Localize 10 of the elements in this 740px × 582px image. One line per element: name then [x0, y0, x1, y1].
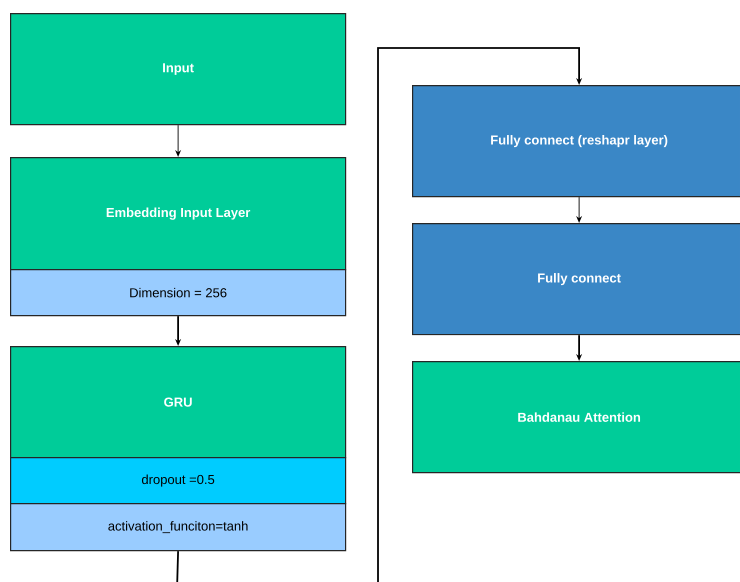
layer-box: Input	[10, 13, 346, 126]
layer-box: Embedding Input Layer	[10, 157, 346, 270]
parameter-box: activation_funciton=tanh	[10, 503, 346, 552]
layer-box: Bahdanau Attention	[412, 361, 740, 474]
layer-box: GRU	[10, 346, 346, 458]
parameter-box: dropout =0.5	[10, 457, 346, 504]
arrow	[377, 47, 582, 582]
layer-box: Fully connect (reshapr layer)	[412, 85, 740, 198]
layer-box: Fully connect	[412, 223, 740, 336]
parameter-box: Dimension = 256	[10, 269, 346, 316]
